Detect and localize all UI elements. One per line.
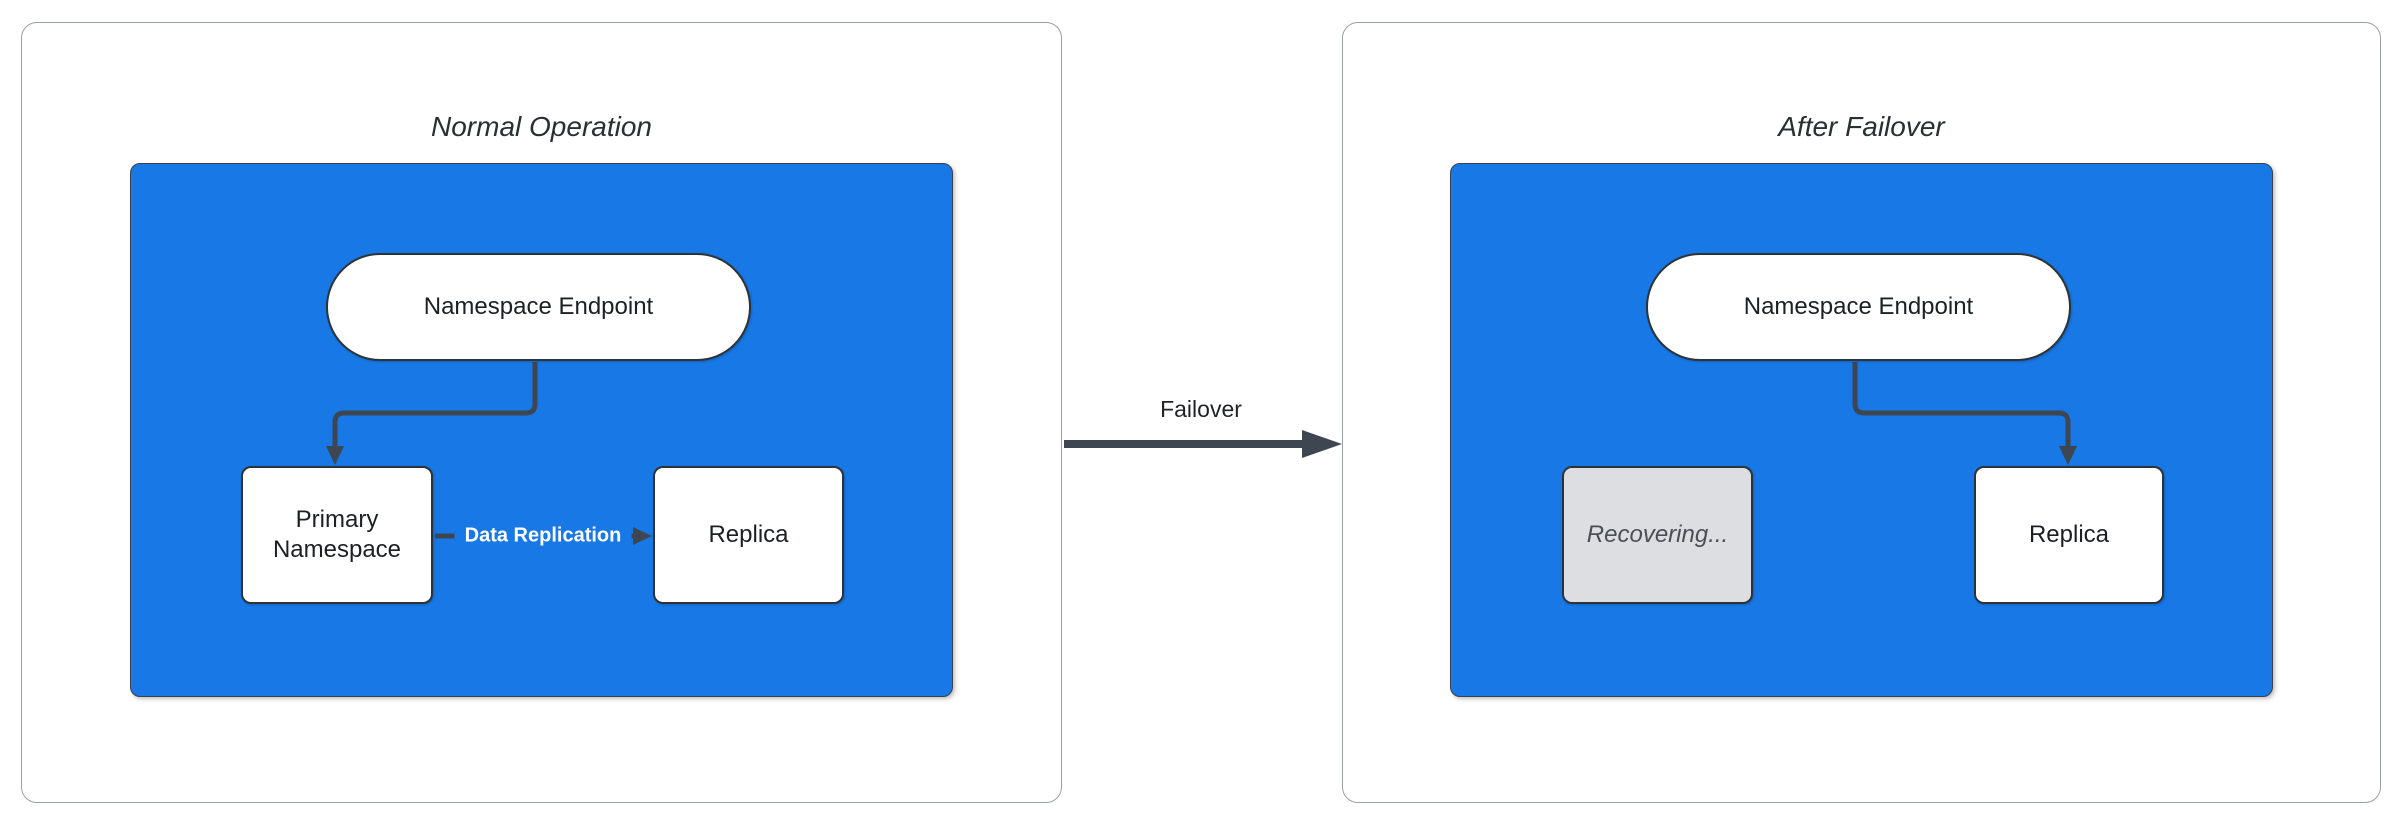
edge-label-data-replication: Data Replication (454, 521, 632, 551)
node-replica-failover: Replica (1974, 466, 2164, 604)
panel-title-normal-operation: Normal Operation (431, 111, 652, 142)
node-primary-namespace: Primary Namespace (241, 466, 433, 604)
node-namespace-endpoint-normal: Namespace Endpoint (326, 253, 751, 361)
arrowhead-failover (1302, 430, 1342, 458)
node-replica-normal: Replica (653, 466, 844, 604)
node-namespace-endpoint-failover: Namespace Endpoint (1646, 253, 2071, 361)
cluster-normal-operation (130, 163, 953, 697)
failover-arrow-label: Failover (1160, 396, 1242, 422)
panel-title-after-failover: After Failover (1778, 111, 1945, 142)
cluster-after-failover (1450, 163, 2273, 697)
node-recovering: Recovering... (1562, 466, 1753, 604)
